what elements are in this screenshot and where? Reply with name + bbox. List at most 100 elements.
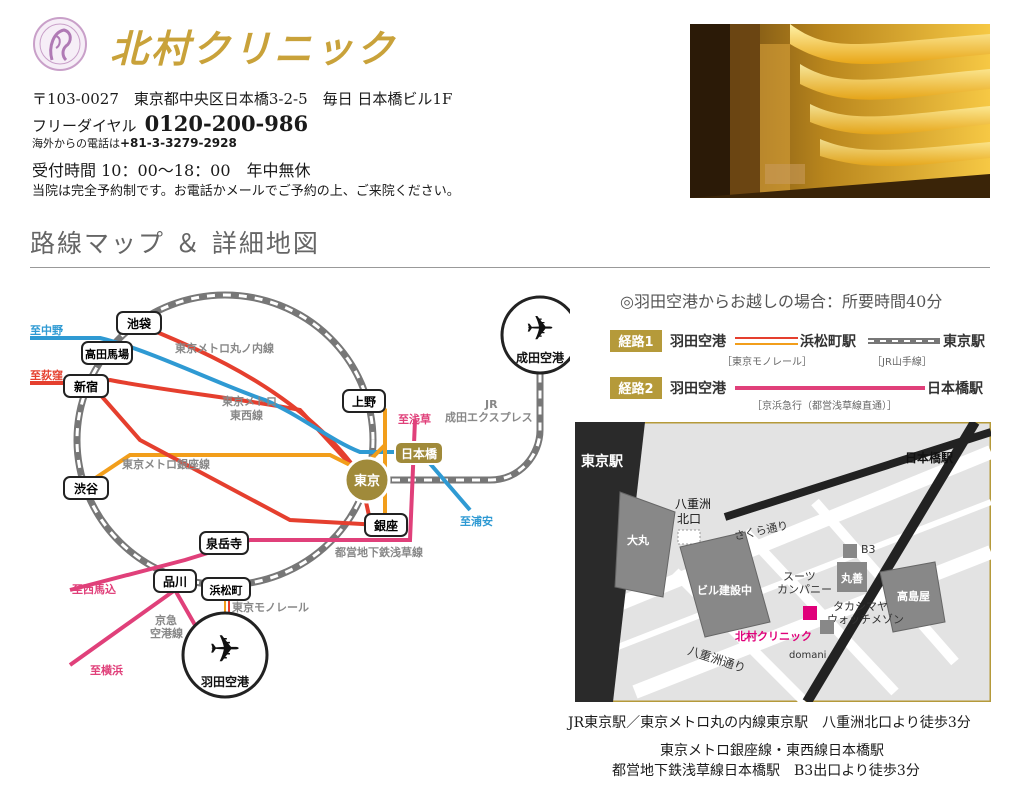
overseas-number[interactable]: +81-3-3279-2928 (120, 136, 237, 150)
maruzen-final: 丸善 (840, 571, 863, 585)
tozai-line (30, 336, 472, 512)
station-label: 高田馬場 (85, 347, 129, 361)
station-ginza[interactable]: 銀座 (364, 513, 408, 537)
station-shibuya[interactable]: 渋谷 (63, 476, 109, 500)
access-jr: JR東京駅／東京メトロ丸の内線東京駅 八重洲北口より徒歩3分 (568, 715, 971, 731)
dest-nishimagome: 至西馬込 (72, 582, 116, 596)
route-map: ✈ 成田空港 ✈ 羽田空港 池袋 高田馬場 新宿 渋谷 上野 東京 日本橋 銀座… (30, 291, 570, 699)
station-ueno[interactable]: 上野 (342, 389, 386, 413)
station-shinagawa[interactable]: 品川 (153, 569, 197, 593)
overseas-phone: 海外からの電話は+81-3-3279-2928 (32, 135, 237, 151)
line-label-jr: JR (484, 398, 498, 411)
construction-building (679, 531, 771, 638)
line-label-tozai-2: 東西線 (230, 408, 263, 422)
airplane-icon: ✈ (209, 627, 241, 671)
station-label: 品川 (163, 575, 187, 589)
freedial-label: フリーダイヤル (32, 117, 137, 135)
airplane-icon: ✈ (526, 309, 555, 349)
route-1-badge: 経路1 (618, 334, 653, 350)
narita-airport-label: 成田空港 (516, 350, 565, 365)
reception-hours: 受付時間 10：00〜18：00 年中無休 (32, 161, 311, 180)
station-label: 新宿 (74, 379, 98, 394)
route-2-to: 日本橋駅 (927, 380, 984, 397)
route-2-line: ［京浜急行（都営浅草線直通）］ (752, 399, 897, 412)
station-tokyo[interactable]: 東京 (343, 456, 391, 504)
station-label: 銀座 (373, 518, 398, 533)
overseas-label: 海外からの電話は (32, 137, 120, 150)
line-label-keikyu-2: 空港線 (150, 626, 183, 640)
station-shinjuku[interactable]: 新宿 (63, 374, 109, 398)
clinic-interior-photo (690, 24, 990, 198)
haneda-routes: 経路1 羽田空港 浜松町駅 東京駅 ［東京モノレール］ ［JR山手線］ 経路2 … (610, 330, 986, 412)
station-label: 浜松町 (210, 583, 243, 597)
suits-company-label: スーツ (783, 570, 816, 583)
takashimaya-building (879, 561, 946, 633)
yaesu-north-exit-label-2: 北口 (677, 512, 701, 526)
dest-urayasu: 至浦安 (460, 514, 493, 528)
domani-label: domani (789, 650, 826, 661)
asakusa-line (69, 419, 417, 592)
freedial-number[interactable]: 0120-200-986 (144, 111, 309, 136)
route-1-via: 浜松町駅 (800, 333, 857, 350)
narita-airport-circle (500, 295, 570, 375)
dest-yokohama: 至横浜 (90, 663, 123, 677)
route-1-to: 東京駅 (943, 333, 986, 350)
dest-asakusa: 至浅草 (398, 412, 431, 426)
station-sengakuji[interactable]: 泉岳寺 (199, 531, 249, 555)
b3-exit-label: B3 (861, 543, 876, 556)
route-1-from: 羽田空港 (670, 333, 727, 350)
freedial: フリーダイヤル 0120-200-986 (32, 111, 308, 136)
nihonbashi-station-label: 日本橋駅 (905, 450, 954, 465)
takashimaya-watch-label-2: ウォッチメゾン (827, 613, 904, 626)
takashimaya-label: 高島屋 (897, 589, 930, 603)
daimaru-label: 大丸 (627, 533, 650, 547)
line-label-keikyu: 京急 (155, 613, 177, 627)
station-takadanobaba[interactable]: 高田馬場 (81, 341, 133, 365)
yaesu-north-exit-label: 八重洲 (675, 497, 711, 511)
clinic-logo (33, 17, 87, 71)
dest-nakano: 至中野 (30, 323, 63, 337)
station-label: 渋谷 (74, 481, 99, 496)
b3-exit (843, 544, 857, 558)
clinic-name: 北村クリニック (110, 26, 398, 71)
line-label-marunouchi: 東京メトロ丸ノ内線 (175, 341, 274, 355)
construction-label: ビル建設中 (697, 583, 752, 597)
route-2-from: 羽田空港 (670, 380, 727, 397)
station-ikebukuro[interactable]: 池袋 (116, 311, 162, 335)
line-label-tozai: 東京メトロ (222, 394, 277, 408)
route-1-line-jr: ［JR山手線］ (872, 355, 932, 368)
route-1: 経路1 羽田空港 浜松町駅 東京駅 ［東京モノレール］ ［JR山手線］ (610, 330, 986, 368)
clinic-marker[interactable] (803, 606, 817, 620)
station-label: 泉岳寺 (206, 536, 242, 551)
dest-ogikubo: 至荻窪 (30, 368, 63, 382)
tokyo-station-block (575, 422, 645, 702)
access-toei: 都営地下鉄浅草線日本橋駅 B3出口より徒歩3分 (612, 763, 920, 779)
suits-company-label-2: カンパニー (777, 583, 832, 596)
tokyo-station-label: 東京駅 (581, 453, 624, 470)
haneda-access-note: ◎羽田空港からお越しの場合：所要時間40分 (620, 292, 943, 311)
station-nihonbashi[interactable]: 日本橋 (394, 441, 444, 465)
haneda-airport-label: 羽田空港 (201, 674, 250, 689)
station-label: 日本橋 (401, 446, 438, 461)
takashimaya-watch-label: タカシマヤ (833, 600, 888, 613)
line-label-ginza: 東京メトロ銀座線 (122, 457, 210, 471)
daimaru-building (614, 491, 676, 598)
line-label-asakusa: 都営地下鉄浅草線 (334, 545, 423, 559)
marunen-building (837, 562, 867, 592)
route-2-badge: 経路2 (618, 381, 653, 397)
station-label: 上野 (352, 394, 376, 409)
domani-building (820, 620, 834, 634)
station-label: 池袋 (127, 316, 152, 331)
station-hamamatsucho[interactable]: 浜松町 (201, 577, 251, 601)
line-label-narita-express: 成田エクスプレス (445, 410, 533, 424)
haneda-airport-circle (181, 611, 269, 699)
station-label: 東京 (354, 473, 380, 489)
line-label-monorail: 東京モノレール (232, 600, 309, 614)
access-metro: 東京メトロ銀座線・東西線日本橋駅 (660, 743, 884, 759)
detail-map: 東京駅 日本橋駅 大丸 八重洲 北口 ビル建設中 さくら通り スーツ カンパニー… (575, 422, 991, 702)
address: 〒103-0027 東京都中央区日本橋3-2-5 毎日 日本橋ビル1F (32, 90, 453, 108)
route-2: 経路2 羽田空港 日本橋駅 ［京浜急行（都営浅草線直通）］ (610, 377, 984, 412)
clinic-label[interactable]: 北村クリニック (735, 629, 812, 643)
route-1-line-monorail: ［東京モノレール］ (722, 355, 812, 368)
railway-line (802, 422, 980, 702)
